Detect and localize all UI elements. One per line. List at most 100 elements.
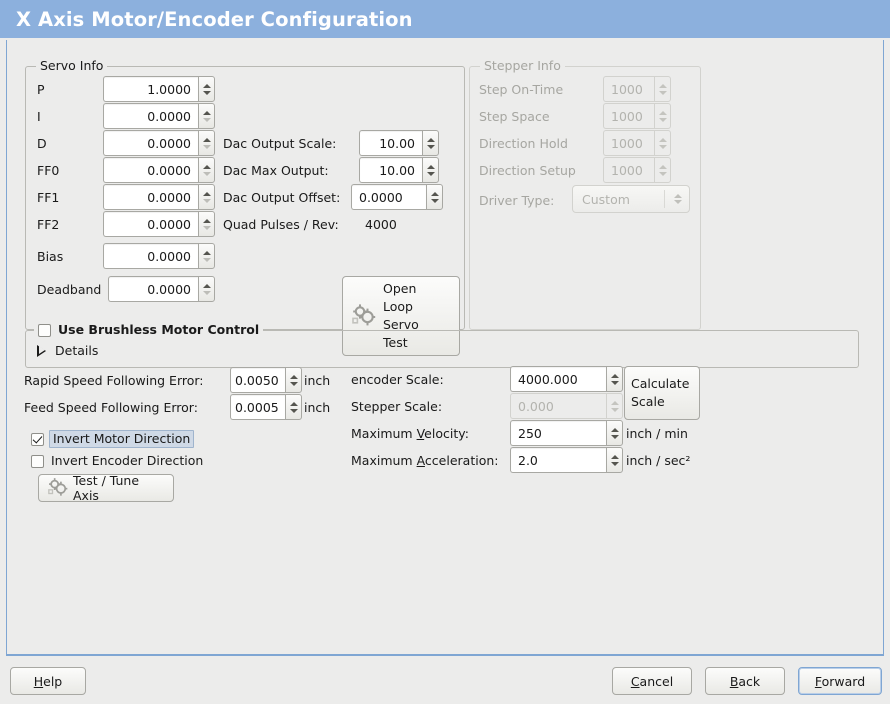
maximum-velocity-spin-buttons[interactable] bbox=[606, 420, 623, 446]
servo-bias-spin-buttons[interactable] bbox=[198, 243, 215, 269]
driver-type-label: Driver Type: bbox=[479, 193, 555, 208]
feed-following-error-spin-buttons[interactable] bbox=[285, 394, 302, 420]
step-on-time-spin-buttons bbox=[654, 76, 671, 102]
servo-ff0-spin-buttons[interactable] bbox=[198, 157, 215, 183]
step-space-spinner: 1000 bbox=[603, 103, 671, 129]
open-loop-servo-test-button[interactable]: Open Loop Servo Test bbox=[342, 276, 460, 356]
servo-i-spinner[interactable]: 0.0000 bbox=[103, 103, 215, 129]
brushless-checkbox-box[interactable] bbox=[38, 323, 51, 337]
stepper-info-frame: Stepper Info bbox=[469, 59, 701, 330]
cancel-button[interactable]: Cancel bbox=[612, 667, 692, 695]
servo-bias-value[interactable]: 0.0000 bbox=[103, 243, 198, 269]
servo-deadband-spinner[interactable]: 0.0000 bbox=[108, 276, 215, 302]
gears-icon bbox=[351, 303, 377, 330]
rapid-following-error-spinner[interactable]: 0.0050 bbox=[230, 367, 302, 393]
action-bar-divider bbox=[6, 655, 884, 656]
servo-ff1-spinner[interactable]: 0.0000 bbox=[103, 184, 215, 210]
servo-deadband-value[interactable]: 0.0000 bbox=[108, 276, 198, 302]
encoder-scale-label: encoder Scale: bbox=[351, 372, 444, 387]
servo-i-value[interactable]: 0.0000 bbox=[103, 103, 198, 129]
feed-following-error-unit: inch bbox=[304, 400, 331, 415]
chevron-right-icon[interactable] bbox=[37, 344, 46, 357]
dac-output-scale-spinner[interactable]: 10.00 bbox=[359, 130, 439, 156]
servo-label-ff1: FF1 bbox=[37, 190, 60, 205]
dac-max-output-spinner[interactable]: 10.00 bbox=[359, 157, 439, 183]
servo-p-spin-buttons[interactable] bbox=[198, 76, 215, 102]
invert-encoder-checkbox-box[interactable] bbox=[31, 454, 44, 468]
forward-button-label: Forward bbox=[815, 674, 865, 689]
help-button[interactable]: Help bbox=[10, 667, 86, 695]
calculate-scale-line-1: Calculate bbox=[631, 376, 690, 391]
servo-ff1-value[interactable]: 0.0000 bbox=[103, 184, 198, 210]
step-on-time-spinner: 1000 bbox=[603, 76, 671, 102]
dac-output-scale-value[interactable]: 10.00 bbox=[359, 130, 422, 156]
calculate-scale-button[interactable]: Calculate Scale bbox=[624, 366, 700, 420]
servo-p-value[interactable]: 1.0000 bbox=[103, 76, 198, 102]
chevron-updown-icon bbox=[674, 186, 682, 212]
maximum-velocity-unit: inch / min bbox=[626, 426, 688, 441]
maximum-acceleration-spinner[interactable]: 2.0 bbox=[510, 447, 623, 473]
invert-motor-direction-label: Invert Motor Direction bbox=[49, 430, 195, 448]
encoder-scale-spinner[interactable]: 4000.000 bbox=[510, 366, 623, 392]
step-on-time-value: 1000 bbox=[603, 76, 654, 102]
quad-pulses-label: Quad Pulses / Rev: bbox=[223, 217, 339, 232]
dac-output-offset-spin-buttons[interactable] bbox=[426, 184, 443, 210]
dac-output-offset-value[interactable]: 0.0000 bbox=[351, 184, 426, 210]
servo-ff0-spinner[interactable]: 0.0000 bbox=[103, 157, 215, 183]
test-tune-axis-button[interactable]: Test / Tune Axis bbox=[38, 473, 174, 503]
dac-max-output-spin-buttons[interactable] bbox=[422, 157, 439, 183]
maximum-velocity-spinner[interactable]: 250 bbox=[510, 420, 623, 446]
servo-ff0-value[interactable]: 0.0000 bbox=[103, 157, 198, 183]
rapid-following-error-spin-buttons[interactable] bbox=[285, 367, 302, 393]
invert-motor-direction-checkbox[interactable]: Invert Motor Direction bbox=[31, 430, 195, 448]
back-button[interactable]: Back bbox=[705, 667, 785, 695]
help-mnemonic: H bbox=[33, 673, 44, 689]
maximum-acceleration-label: Maximum Acceleration: bbox=[351, 453, 498, 469]
servo-ff2-spin-buttons[interactable] bbox=[198, 211, 215, 237]
dac-output-offset-label: Dac Output Offset: bbox=[223, 190, 341, 205]
servo-ff2-spinner[interactable]: 0.0000 bbox=[103, 211, 215, 237]
stepper-scale-spin-buttons bbox=[606, 393, 623, 419]
servo-bias-spinner[interactable]: 0.0000 bbox=[103, 243, 215, 269]
dac-output-offset-spinner[interactable]: 0.0000 bbox=[351, 184, 443, 210]
details-expander[interactable]: Details bbox=[37, 343, 98, 358]
open-loop-servo-test-label: Open Loop Servo Test bbox=[383, 280, 419, 352]
encoder-scale-spin-buttons[interactable] bbox=[606, 366, 623, 392]
maximum-acceleration-value[interactable]: 2.0 bbox=[510, 447, 606, 473]
servo-d-spinner[interactable]: 0.0000 bbox=[103, 130, 215, 156]
invert-encoder-direction-checkbox[interactable]: Invert Encoder Direction bbox=[31, 453, 203, 469]
driver-type-combo: Custom bbox=[572, 185, 690, 213]
servo-d-spin-buttons[interactable] bbox=[198, 130, 215, 156]
dac-max-output-value[interactable]: 10.00 bbox=[359, 157, 422, 183]
dac-output-scale-spin-buttons[interactable] bbox=[422, 130, 439, 156]
encoder-scale-value[interactable]: 4000.000 bbox=[510, 366, 606, 392]
maximum-acceleration-spin-buttons[interactable] bbox=[606, 447, 623, 473]
window-titlebar: X Axis Motor/Encoder Configuration bbox=[0, 0, 890, 38]
step-space-spin-buttons bbox=[654, 103, 671, 129]
details-label: Details bbox=[55, 343, 99, 358]
feed-following-error-value[interactable]: 0.0005 bbox=[230, 394, 285, 420]
gears-icon bbox=[47, 477, 69, 500]
feed-following-error-spinner[interactable]: 0.0005 bbox=[230, 394, 302, 420]
servo-d-value[interactable]: 0.0000 bbox=[103, 130, 198, 156]
servo-ff2-value[interactable]: 0.0000 bbox=[103, 211, 198, 237]
servo-i-spin-buttons[interactable] bbox=[198, 103, 215, 129]
rapid-following-error-value[interactable]: 0.0050 bbox=[230, 367, 285, 393]
servo-p-spinner[interactable]: 1.0000 bbox=[103, 76, 215, 102]
step-space-value: 1000 bbox=[603, 103, 654, 129]
dac-output-scale-label: Dac Output Scale: bbox=[223, 136, 337, 151]
rapid-following-error-unit: inch bbox=[304, 373, 331, 388]
page-title: X Axis Motor/Encoder Configuration bbox=[16, 7, 413, 31]
maximum-velocity-label: Maximum Velocity: bbox=[351, 426, 469, 442]
servo-label-i: I bbox=[37, 109, 41, 124]
cancel-mnemonic: C bbox=[630, 673, 640, 689]
maximum-velocity-value[interactable]: 250 bbox=[510, 420, 606, 446]
invert-motor-checkbox-box[interactable] bbox=[31, 432, 44, 446]
servo-label-ff2: FF2 bbox=[37, 217, 60, 232]
servo-deadband-spin-buttons[interactable] bbox=[198, 276, 215, 302]
use-brushless-motor-control-checkbox[interactable]: Use Brushless Motor Control bbox=[34, 322, 264, 338]
servo-ff1-spin-buttons[interactable] bbox=[198, 184, 215, 210]
servo-label-ff0: FF0 bbox=[37, 163, 60, 178]
combo-separator bbox=[664, 190, 665, 208]
forward-button[interactable]: Forward bbox=[798, 667, 882, 695]
